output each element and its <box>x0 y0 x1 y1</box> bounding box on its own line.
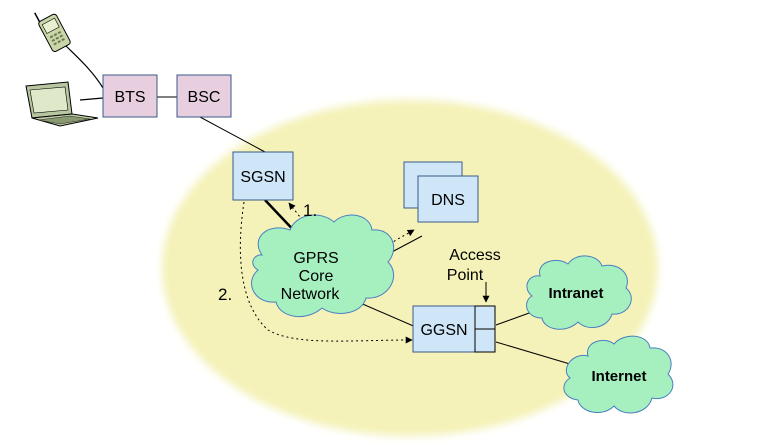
core-label-line3: Network <box>281 286 341 303</box>
access-point-line1: Access <box>449 247 501 264</box>
mobile-phone-icon <box>34 12 71 53</box>
gprs-core-cloud: GPRS Core Network <box>251 214 394 318</box>
ggsn-node: GGSN <box>412 305 496 353</box>
bsc-node: BSC <box>176 74 232 118</box>
laptop-icon <box>25 81 99 127</box>
dns-label: DNS <box>431 192 465 209</box>
bsc-label: BSC <box>188 89 221 106</box>
bts-label: BTS <box>114 89 145 106</box>
sgsn-node: SGSN <box>232 151 294 201</box>
core-label-line1: GPRS <box>293 250 338 267</box>
internet-cloud: Internet <box>563 335 674 414</box>
dns-node: DNS <box>403 161 479 223</box>
bts-node: BTS <box>102 74 158 118</box>
step-1-label: 1. <box>303 201 317 220</box>
sgsn-label: SGSN <box>240 169 285 186</box>
step-2-label: 2. <box>218 285 232 304</box>
internet-label: Internet <box>591 368 646 385</box>
core-label-line2: Core <box>299 268 334 285</box>
access-point-annotation: Access Point <box>447 247 501 303</box>
ggsn-label: GGSN <box>420 322 467 339</box>
access-point-line2: Point <box>447 267 484 284</box>
intranet-cloud: Intranet <box>526 255 632 330</box>
intranet-label: Intranet <box>548 285 603 302</box>
